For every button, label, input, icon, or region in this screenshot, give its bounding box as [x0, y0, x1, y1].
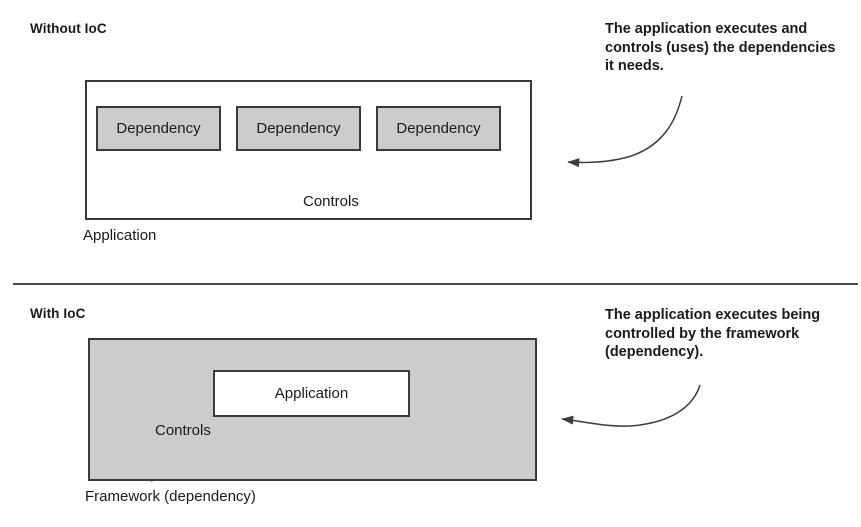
section-title-with-ioc: With IoC — [30, 306, 86, 321]
controls-label-without-ioc: Controls — [303, 193, 359, 210]
annotation-with-ioc: The application executes being controlle… — [605, 307, 821, 360]
callout-arrow-without-ioc — [567, 95, 683, 168]
application-box-label: Application — [274, 385, 349, 402]
section-title-without-ioc: Without IoC — [30, 21, 107, 36]
application-box: Application — [213, 370, 410, 417]
annotation-without-ioc: The application executes and controls (u… — [605, 21, 836, 74]
dependency-box-3: Dependency — [376, 106, 501, 151]
application-caption: Application — [83, 227, 157, 244]
callout-arrow-with-ioc — [561, 384, 701, 427]
dependency-box-2: Dependency — [236, 106, 361, 151]
section-divider — [13, 283, 858, 285]
controls-label-with-ioc: Controls — [155, 422, 211, 439]
dependency-box-3-label: Dependency — [396, 120, 481, 137]
dependency-box-2-label: Dependency — [256, 120, 341, 137]
framework-caption: Framework (dependency) — [85, 488, 256, 505]
dependency-box-1-label: Dependency — [116, 120, 201, 137]
dependency-box-1: Dependency — [96, 106, 221, 151]
